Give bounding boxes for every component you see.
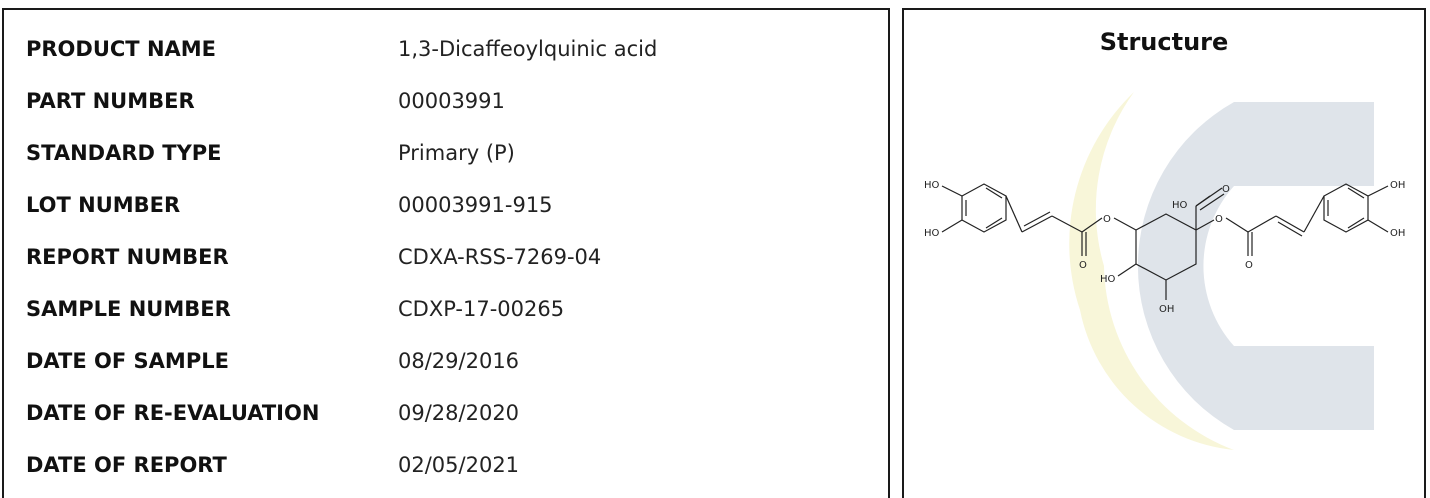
watermark-yellow-crescent	[1069, 92, 1234, 450]
atom-ho-acid: HO	[1172, 200, 1188, 211]
date-of-re-evaluation-value: 09/28/2020	[398, 401, 520, 425]
atom-o-ester-left: O	[1103, 214, 1111, 225]
lot-number-label: LOT NUMBER	[26, 193, 181, 217]
watermark-logo	[1069, 92, 1374, 450]
atom-oh-ring-bottom: OH	[1159, 304, 1174, 315]
molecule-structure: HO HO HO O O O O O HO OH OH OH	[924, 180, 1405, 315]
info-row-date-of-sample: DATE OF SAMPLE 08/29/2016	[26, 344, 876, 378]
info-row-date-of-re-evaluation: DATE OF RE-EVALUATION 09/28/2020	[26, 396, 876, 430]
part-number-label: PART NUMBER	[26, 89, 195, 113]
atom-o-acid: O	[1222, 184, 1230, 195]
info-row-report-number: REPORT NUMBER CDXA-RSS-7269-04	[26, 240, 876, 274]
info-row-standard-type: STANDARD TYPE Primary (P)	[26, 136, 876, 170]
part-number-value: 00003991	[398, 89, 505, 113]
report-number-label: REPORT NUMBER	[26, 245, 229, 269]
atom-o-ester-right: O	[1215, 214, 1223, 225]
atom-oh-bottom-right: OH	[1390, 228, 1405, 239]
date-of-report-value: 02/05/2021	[398, 453, 520, 477]
molecule-bonds	[941, 183, 1389, 300]
standard-type-label: STANDARD TYPE	[26, 141, 222, 165]
atom-ho-ring: HO	[1100, 274, 1116, 285]
atom-ho-bottom-left: HO	[924, 228, 940, 239]
product-name-value: 1,3-Dicaffeoylquinic acid	[398, 37, 658, 61]
product-info-panel: PRODUCT NAME 1,3-Dicaffeoylquinic acid P…	[2, 8, 890, 498]
sample-number-value: CDXP-17-00265	[398, 297, 565, 321]
info-row-part-number: PART NUMBER 00003991	[26, 84, 876, 118]
date-of-report-label: DATE OF REPORT	[26, 453, 227, 477]
atom-oh-top-right: OH	[1390, 180, 1405, 191]
atom-o-carbonyl-left: O	[1079, 260, 1087, 271]
lot-number-value: 00003991-915	[398, 193, 553, 217]
product-name-label: PRODUCT NAME	[26, 37, 217, 61]
atom-o-carbonyl-right: O	[1245, 260, 1253, 271]
info-row-product-name: PRODUCT NAME 1,3-Dicaffeoylquinic acid	[26, 32, 876, 66]
atom-ho-top-left: HO	[924, 180, 940, 191]
standard-type-value: Primary (P)	[398, 141, 515, 165]
report-number-value: CDXA-RSS-7269-04	[398, 245, 602, 269]
date-of-sample-value: 08/29/2016	[398, 349, 520, 373]
structure-title: Structure	[1099, 28, 1229, 56]
structure-panel: Structure	[902, 8, 1426, 498]
watermark-blue-arc	[1137, 102, 1374, 430]
date-of-re-evaluation-label: DATE OF RE-EVALUATION	[26, 401, 320, 425]
molecule-atom-labels: HO HO HO O O O O O HO OH OH OH	[924, 180, 1405, 315]
info-row-lot-number: LOT NUMBER 00003991-915	[26, 188, 876, 222]
date-of-sample-label: DATE OF SAMPLE	[26, 349, 229, 373]
info-row-date-of-report: DATE OF REPORT 02/05/2021	[26, 448, 876, 482]
sample-number-label: SAMPLE NUMBER	[26, 297, 231, 321]
info-row-sample-number: SAMPLE NUMBER CDXP-17-00265	[26, 292, 876, 326]
